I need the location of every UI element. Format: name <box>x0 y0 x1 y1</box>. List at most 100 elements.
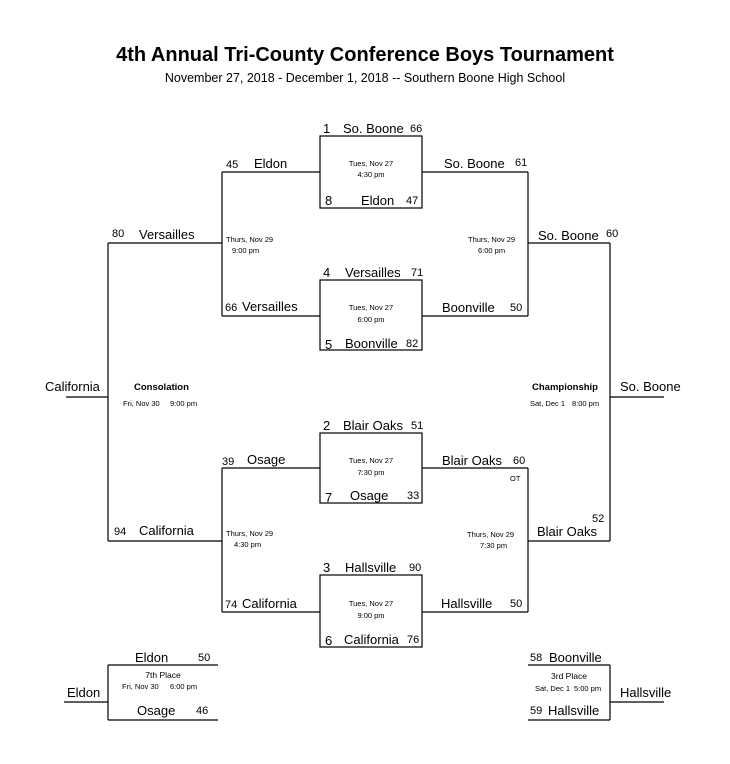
qf4-top-seed: 3 <box>323 560 331 575</box>
third-bottom-team: Hallsville <box>548 703 600 718</box>
qf3-top-score: 51 <box>411 420 424 432</box>
qf2-time: 6:00 pm <box>357 315 385 324</box>
third-winner: Hallsville <box>620 685 672 700</box>
semi-right-bottom-lines <box>422 467 529 613</box>
championship-winner: So. Boone <box>620 379 681 394</box>
seventh-top-score: 50 <box>198 652 211 664</box>
third-top-score: 58 <box>530 652 543 664</box>
championship-top-team: So. Boone <box>538 228 599 243</box>
semi-rt-a-score: 61 <box>515 157 528 169</box>
qf3-time: 7:30 pm <box>357 468 385 477</box>
consolation-top-score: 80 <box>112 228 125 240</box>
semi-rt-a-team: So. Boone <box>444 156 505 171</box>
semi-rb-ot-note: OT <box>510 474 521 483</box>
semi-rt-day: Thurs, Nov 29 <box>468 235 516 244</box>
seventh-top-team: Eldon <box>135 650 169 665</box>
consolation-bottom-score: 94 <box>114 526 127 538</box>
qf1-day: Tues, Nov 27 <box>348 159 394 168</box>
qf4-time: 9:00 pm <box>357 611 385 620</box>
page-title: 4th Annual Tri-County Conference Boys To… <box>116 44 614 66</box>
semi-lt-day: Thurs, Nov 29 <box>226 235 274 244</box>
semi-rb-b-score: 50 <box>510 598 523 610</box>
seventh-bottom-score: 46 <box>196 705 209 717</box>
consolation-time: 9:00 pm <box>170 399 198 408</box>
qf1-top-score: 66 <box>410 123 423 135</box>
semi-rb-time: 7:30 pm <box>480 541 508 550</box>
consolation-winner: California <box>45 379 100 394</box>
semi-rb-a-team: Blair Oaks <box>442 453 502 468</box>
semi-lt-b-team: Versailles <box>242 299 298 314</box>
third-label: 3rd Place <box>551 671 587 681</box>
qf1-bottom-score: 47 <box>406 195 419 207</box>
third-time: 5:00 pm <box>574 684 602 693</box>
qf3-bottom-seed: 7 <box>325 490 333 505</box>
qf1-top-seed: 1 <box>323 121 331 136</box>
third-bottom-score: 59 <box>530 705 543 717</box>
semi-lt-b-score: 66 <box>225 302 238 314</box>
semi-lb-day: Thurs, Nov 29 <box>226 529 274 538</box>
consolation-lines <box>107 242 222 542</box>
qf3-day: Tues, Nov 27 <box>348 456 394 465</box>
qf4-top-score: 90 <box>409 562 422 574</box>
seventh-bottom-team: Osage <box>137 703 176 718</box>
qf2-bottom-seed: 5 <box>325 337 333 352</box>
semi-lt-a-team: Eldon <box>254 156 288 171</box>
semi-left-bottom-lines <box>221 467 320 613</box>
semi-rt-time: 6:00 pm <box>478 246 506 255</box>
qf4-bottom-score: 76 <box>407 634 420 646</box>
qf2-bottom-team: Boonville <box>345 336 398 351</box>
semi-rb-b-team: Hallsville <box>441 596 493 611</box>
championship-time: 8:00 pm <box>572 399 600 408</box>
championship-bottom-score: 52 <box>592 513 605 525</box>
qf1-top-team: So. Boone <box>343 121 404 136</box>
third-top-team: Boonville <box>549 650 602 665</box>
qf2-top-seed: 4 <box>323 265 331 280</box>
seventh-day: Fri, Nov 30 <box>122 682 159 691</box>
semi-lt-a-score: 45 <box>226 159 239 171</box>
consolation-label: Consolation <box>134 382 189 393</box>
championship-bottom-team: Blair Oaks <box>537 524 597 539</box>
championship-day: Sat, Dec 1 <box>530 399 566 408</box>
qf4-bottom-seed: 6 <box>325 633 333 648</box>
qf3-top-team: Blair Oaks <box>343 418 403 433</box>
qf2-bottom-score: 82 <box>406 338 419 350</box>
qf4-bottom-team: California <box>344 632 399 647</box>
qf3-bottom-team: Osage <box>350 488 389 503</box>
semi-right-top-lines <box>422 171 529 317</box>
qf-box-2 <box>319 279 423 351</box>
third-place-lines <box>528 664 611 721</box>
qf2-top-score: 71 <box>411 267 424 279</box>
semi-lb-time: 4:30 pm <box>234 540 262 549</box>
seventh-place-lines <box>107 664 218 721</box>
semi-lt-time: 9:00 pm <box>232 246 260 255</box>
championship-label: Championship <box>532 382 598 393</box>
qf3-bottom-score: 33 <box>407 490 420 502</box>
semi-rb-day: Thurs, Nov 29 <box>467 530 515 539</box>
third-day: Sat, Dec 1 <box>535 684 571 693</box>
championship-top-score: 60 <box>606 228 619 240</box>
qf1-bottom-seed: 8 <box>325 193 333 208</box>
semi-lb-a-score: 39 <box>222 456 235 468</box>
page-subtitle: November 27, 2018 - December 1, 2018 -- … <box>164 71 566 85</box>
consolation-top-team: Versailles <box>139 227 195 242</box>
qf-box-4 <box>319 574 423 648</box>
qf1-time: 4:30 pm <box>357 170 385 179</box>
semi-rt-b-team: Boonville <box>442 300 495 315</box>
qf1-bottom-team: Eldon <box>361 193 395 208</box>
semi-lb-b-team: California <box>242 596 297 611</box>
consolation-bottom-team: California <box>139 523 194 538</box>
qf2-day: Tues, Nov 27 <box>348 303 394 312</box>
semi-lb-b-score: 74 <box>225 599 238 611</box>
semi-lb-a-team: Osage <box>247 452 286 467</box>
semi-left-top-lines <box>221 171 320 317</box>
qf3-top-seed: 2 <box>323 418 331 433</box>
championship-lines <box>528 242 611 542</box>
qf4-top-team: Hallsville <box>345 560 397 575</box>
qf4-day: Tues, Nov 27 <box>348 599 394 608</box>
seventh-winner: Eldon <box>67 685 101 700</box>
qf2-top-team: Versailles <box>345 265 401 280</box>
semi-rb-a-score: 60 <box>513 455 526 467</box>
consolation-day: Fri, Nov 30 <box>123 399 160 408</box>
seventh-time: 6:00 pm <box>170 682 198 691</box>
